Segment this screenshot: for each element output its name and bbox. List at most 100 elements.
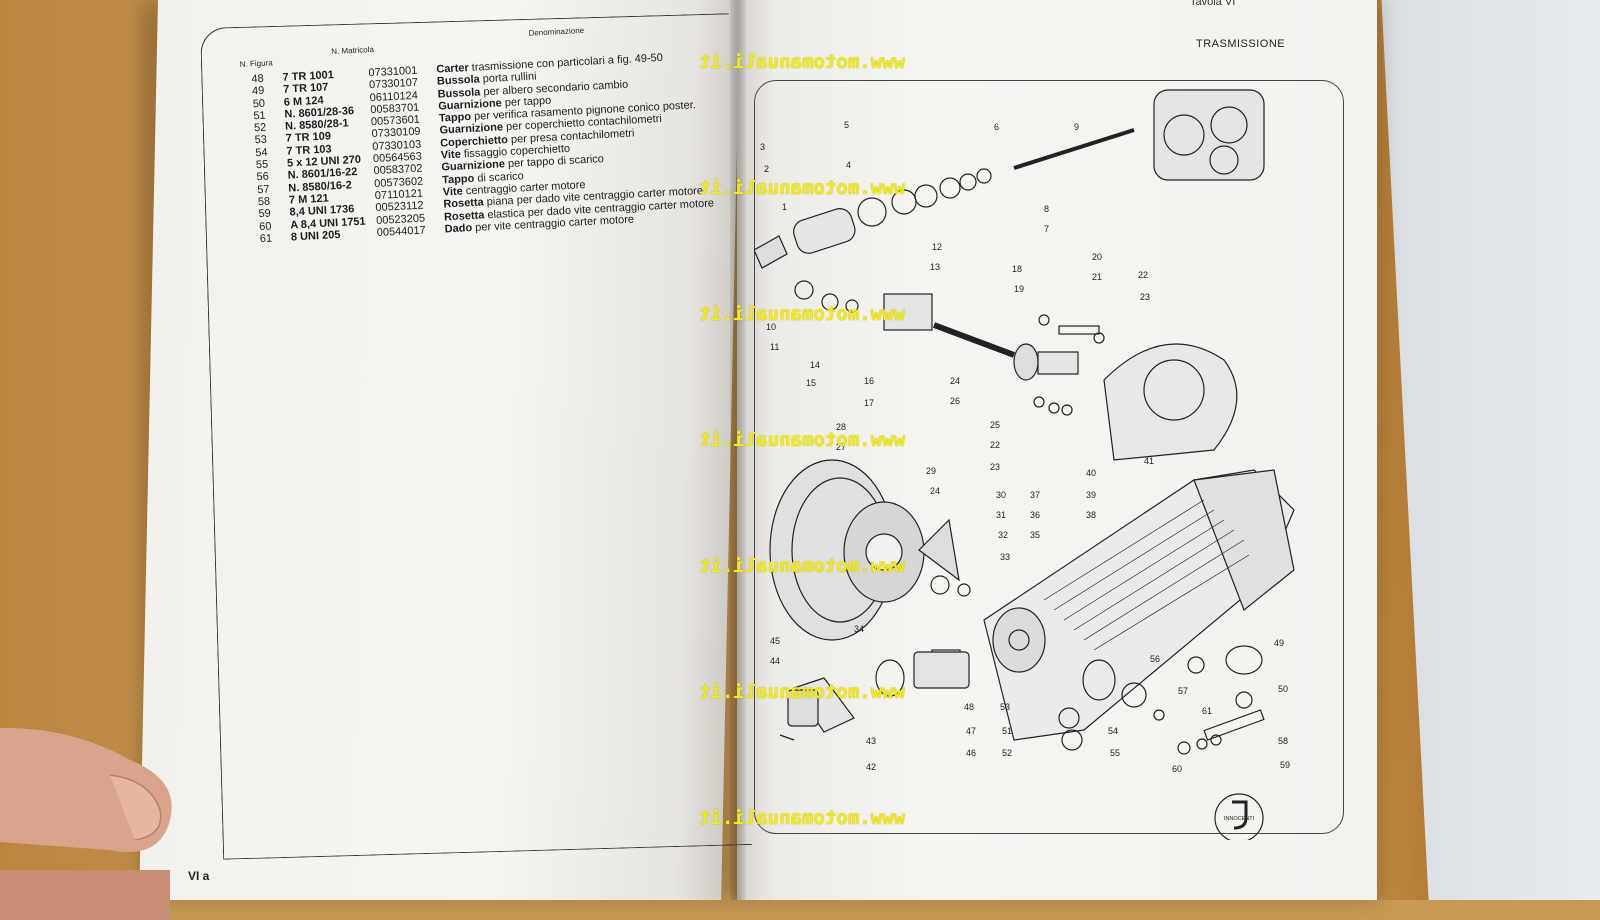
callout-55: 55 <box>1110 748 1120 758</box>
part-name: Vite <box>440 148 462 162</box>
callout-3: 3 <box>760 142 765 152</box>
callout-39: 39 <box>1086 490 1096 500</box>
callout-22-repeat: 22 <box>990 440 1000 450</box>
callout-46: 46 <box>966 748 976 758</box>
callout-30: 30 <box>996 490 1006 500</box>
callout-8: 8 <box>1044 204 1049 214</box>
callout-20: 20 <box>1092 252 1102 262</box>
callout-15: 15 <box>806 378 816 388</box>
callout-40: 40 <box>1086 468 1096 478</box>
callout-6: 6 <box>994 122 999 132</box>
callout-7: 7 <box>1044 224 1049 234</box>
part-name: Vite <box>442 185 464 199</box>
callout-17: 17 <box>864 398 874 408</box>
callout-28: 28 <box>836 422 846 432</box>
callout-42: 42 <box>866 762 876 772</box>
callout-19: 19 <box>1014 284 1024 294</box>
callout-47: 47 <box>966 726 976 736</box>
callout-25: 25 <box>990 420 1000 430</box>
callout-49: 49 <box>1274 638 1284 648</box>
part-name: Dado <box>444 221 473 236</box>
watermark-1: www.motomanuali.it <box>699 51 905 73</box>
right-page <box>737 0 1377 900</box>
callout-35: 35 <box>1030 530 1040 540</box>
callout-36: 36 <box>1030 510 1040 520</box>
callout-57: 57 <box>1178 686 1188 696</box>
callout-9: 9 <box>1074 122 1079 132</box>
callout-52: 52 <box>1002 748 1012 758</box>
callout-10: 10 <box>766 322 776 332</box>
page-folio: VI a <box>188 869 210 883</box>
callout-5: 5 <box>844 120 849 130</box>
callout-33: 33 <box>1000 552 1010 562</box>
callout-56: 56 <box>1150 654 1160 664</box>
callout-54: 54 <box>1108 726 1118 736</box>
callout-13: 13 <box>930 262 940 272</box>
callout-29: 29 <box>926 466 936 476</box>
callout-12: 12 <box>932 242 942 252</box>
book-gutter <box>730 0 746 900</box>
callout-14: 14 <box>810 360 820 370</box>
callout-24-repeat: 24 <box>930 486 940 496</box>
callout-4: 4 <box>846 160 851 170</box>
callout-34: 34 <box>854 624 864 634</box>
callout-1: 1 <box>782 202 787 212</box>
callout-48: 48 <box>964 702 974 712</box>
watermark-2: www.motomanuali.it <box>699 177 905 199</box>
callout-23-repeat: 23 <box>990 462 1000 472</box>
callout-23: 23 <box>1140 292 1150 302</box>
callout-37: 37 <box>1030 490 1040 500</box>
callout-61: 61 <box>1202 706 1212 716</box>
callout-59: 59 <box>1280 760 1290 770</box>
callout-24: 24 <box>950 376 960 386</box>
callout-2: 2 <box>764 164 769 174</box>
callout-22: 22 <box>1138 270 1148 280</box>
callout-11: 11 <box>770 342 779 352</box>
watermark-6: www.motomanuali.it <box>699 681 905 703</box>
callout-58: 58 <box>1278 736 1288 746</box>
callout-21: 21 <box>1092 272 1102 282</box>
callout-51: 51 <box>1002 726 1012 736</box>
callout-32: 32 <box>998 530 1008 540</box>
plate-label: Tavola VI <box>1190 0 1236 8</box>
callout-45: 45 <box>770 636 780 646</box>
watermark-3: www.motomanuali.it <box>699 303 905 325</box>
figure-number: 61 <box>259 232 273 245</box>
callout-50: 50 <box>1278 684 1288 694</box>
watermark-7: www.motomanuali.it <box>699 807 905 829</box>
callout-43: 43 <box>866 736 876 746</box>
callout-26: 26 <box>950 396 960 406</box>
callout-38: 38 <box>1086 510 1096 520</box>
watermark-4: www.motomanuali.it <box>699 429 905 451</box>
callout-41: 41 <box>1144 456 1154 466</box>
callout-44: 44 <box>770 656 780 666</box>
diagram-frame <box>754 80 1344 834</box>
hand-thumb <box>0 728 172 920</box>
matricola-number: 00544017 <box>376 224 427 239</box>
header-figure: N. Figura <box>239 58 273 69</box>
innocenti-logo-text: INNOCENTI <box>1224 816 1255 822</box>
callout-53: 53 <box>1000 702 1010 712</box>
callout-27: 27 <box>836 442 846 452</box>
callout-16: 16 <box>864 376 874 386</box>
callout-60: 60 <box>1172 764 1182 774</box>
callout-18: 18 <box>1012 264 1022 274</box>
callout-31: 31 <box>996 510 1006 520</box>
watermark-5: www.motomanuali.it <box>699 555 905 577</box>
